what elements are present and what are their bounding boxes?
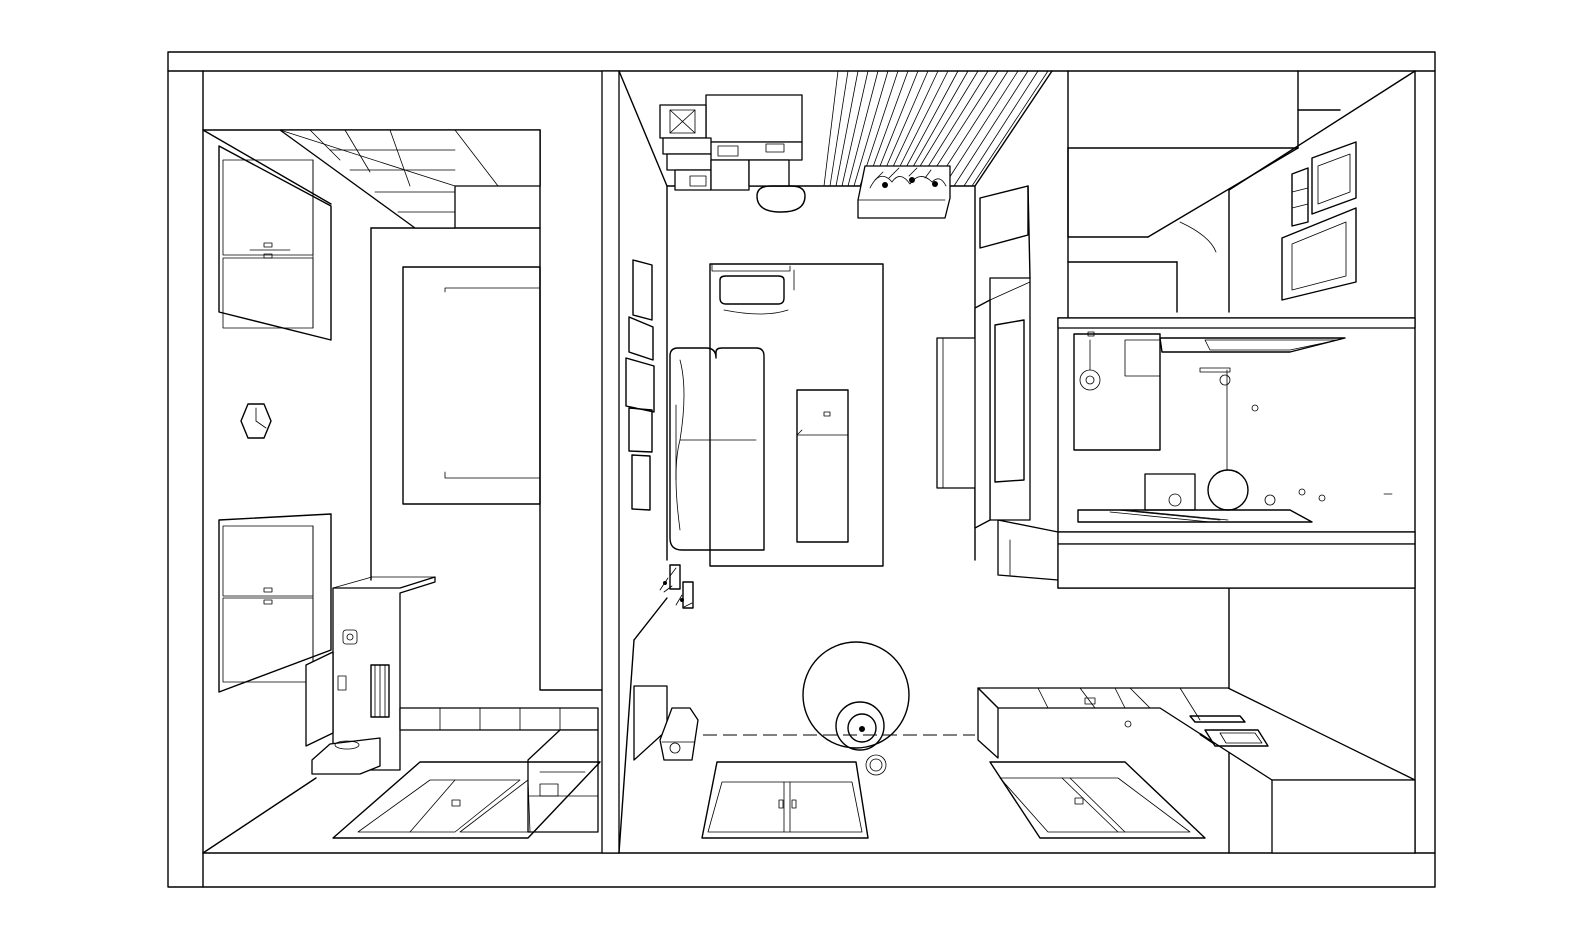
floor-cushion (756, 185, 806, 213)
picture-frame (1281, 207, 1357, 301)
monitor (305, 651, 334, 747)
washbasin (1144, 369, 1393, 511)
umbrella-stand (659, 707, 699, 761)
picture-frame (1291, 167, 1309, 227)
window (218, 513, 332, 693)
window (332, 761, 601, 839)
toilet (1077, 509, 1313, 523)
chair (311, 737, 381, 775)
wall-panel (402, 266, 541, 505)
sofa (669, 347, 765, 551)
tv (974, 277, 1031, 529)
storage-unit (659, 94, 803, 191)
round-pendant-lamp (802, 641, 910, 776)
coffee-table (796, 389, 849, 543)
sink (1199, 729, 1269, 747)
floor-rug (709, 263, 884, 567)
kitchen-counter (977, 687, 1416, 854)
mirror (1159, 337, 1346, 373)
wardrobe (399, 707, 599, 833)
wall-shelf (279, 129, 541, 229)
window (989, 761, 1206, 839)
window (218, 145, 332, 341)
center-room (618, 70, 1059, 854)
wall-clock (240, 403, 272, 439)
window (701, 761, 869, 839)
plant-box (857, 165, 951, 219)
hob (1124, 715, 1246, 728)
shower (1073, 331, 1161, 451)
armchair (711, 264, 795, 315)
right-middle-room (1057, 317, 1416, 589)
left-room (202, 129, 603, 854)
right-top-room (1057, 70, 1416, 319)
keyboard (370, 664, 390, 718)
wall-plants (659, 564, 694, 609)
right-bottom-room (977, 687, 1416, 854)
wall-frames (625, 259, 655, 511)
picture-frame (1311, 141, 1357, 215)
